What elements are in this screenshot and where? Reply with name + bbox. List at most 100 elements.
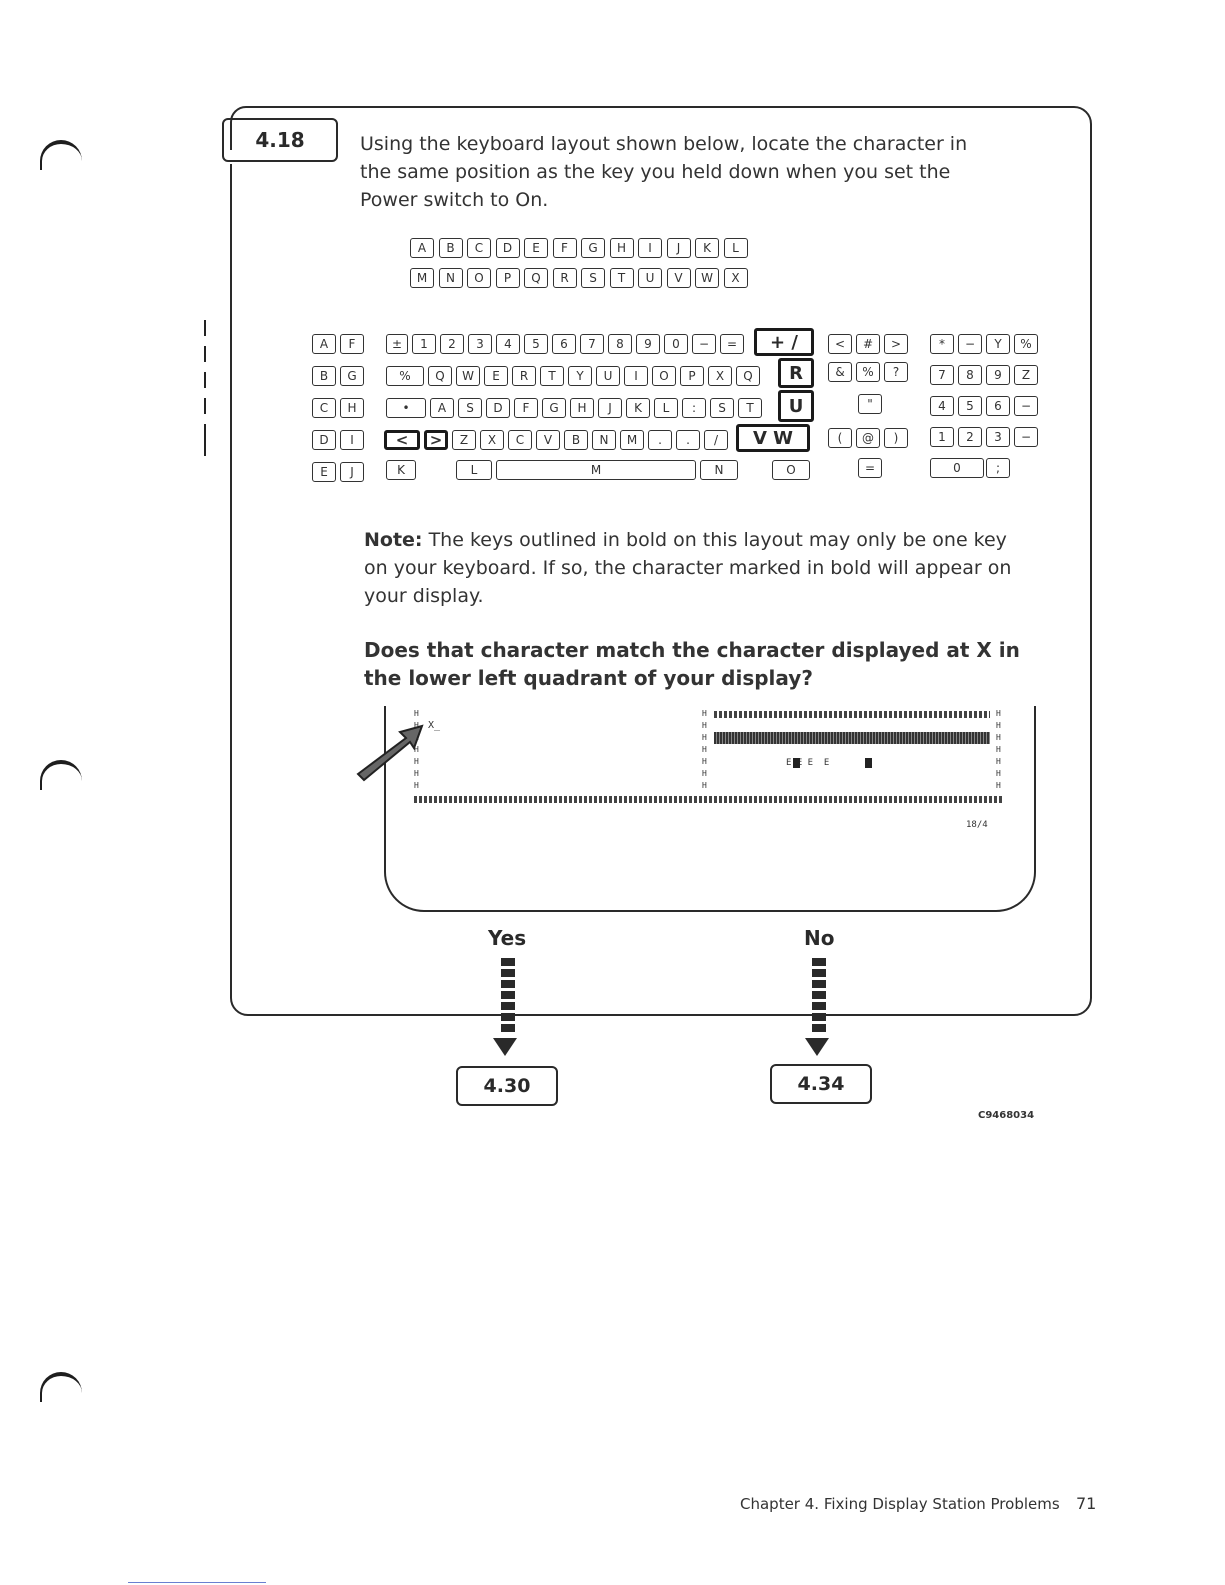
display-solid-bar (714, 732, 990, 744)
revision-bar (204, 320, 206, 336)
main-key: R (512, 366, 536, 386)
bottom-key: L (456, 460, 492, 480)
revision-bar (204, 440, 206, 456)
main-key: F (514, 398, 538, 418)
main-key: S (710, 398, 734, 418)
mid-block-key: @ (856, 428, 880, 448)
main-key: Z (452, 430, 476, 450)
legend-key: F (552, 238, 577, 258)
legend-key: S (581, 268, 605, 288)
numpad-key: 9 (986, 365, 1010, 385)
main-key: 7 (580, 334, 604, 354)
main-key: H (570, 398, 594, 418)
main-key: X (708, 366, 732, 386)
left-block-key: J (340, 462, 364, 482)
numpad-key: 8 (958, 365, 982, 385)
legend-key: A (410, 238, 434, 258)
legend-key: K (695, 238, 719, 258)
main-key: V (536, 430, 560, 450)
left-block-key: D (312, 430, 336, 450)
legend-key: I (638, 238, 662, 258)
legend-key: W (695, 268, 719, 288)
no-label: No (804, 926, 835, 950)
mid-block-key: & (828, 362, 852, 382)
yes-arrow-dash (501, 980, 515, 988)
mid-block-key: % (856, 362, 880, 382)
yes-arrow-dash (501, 991, 515, 999)
legend-key: T (609, 268, 634, 288)
main-key: I (624, 366, 648, 386)
yes-arrow-dash (501, 1024, 515, 1032)
numpad-key: 0 (930, 458, 984, 478)
bold-outlined-key: + / (754, 328, 814, 356)
display-right-h-column: H H H H H H H (996, 709, 1001, 790)
main-key: P (680, 366, 704, 386)
main-key: Q (428, 366, 452, 386)
display-corner-code: 18/4 (966, 820, 988, 830)
note-label: Note: (364, 529, 423, 551)
yes-arrowhead-icon (493, 1038, 517, 1056)
legend-key: V (666, 268, 691, 288)
spacebar-key: M (496, 460, 696, 480)
left-block-key: H (340, 398, 364, 418)
no-arrow-dash (812, 1002, 826, 1010)
yes-target-step[interactable]: 4.30 (456, 1066, 558, 1106)
numpad-key: 4 (930, 396, 954, 416)
numpad-key: − (1014, 427, 1038, 447)
main-key: K (626, 398, 650, 418)
footer-link-line (128, 1582, 266, 1583)
legend-key: Q (524, 268, 548, 288)
main-key: • (386, 398, 426, 418)
numpad-key: Z (1014, 365, 1038, 385)
main-key: 5 (524, 334, 548, 354)
page-number: 71 (1076, 1494, 1097, 1513)
left-block-key: G (340, 366, 364, 386)
legend-key: P (495, 268, 520, 288)
main-key: E (484, 366, 508, 386)
mid-block-key: ) (884, 428, 908, 448)
left-block-key: A (312, 334, 336, 354)
main-key: X (480, 430, 504, 450)
legend-key: H (609, 238, 634, 258)
mid-block-key: " (858, 394, 882, 414)
bottom-key: O (772, 460, 810, 480)
mid-block-key: # (856, 334, 880, 354)
main-key: Y (568, 366, 592, 386)
footer-chapter: Chapter 4. Fixing Display Station Proble… (740, 1495, 1060, 1513)
bold-outlined-key: V W (736, 424, 810, 452)
legend-key: C (467, 238, 491, 258)
revision-bar (204, 346, 206, 362)
main-key: % (386, 366, 424, 386)
main-key: N (592, 430, 616, 450)
no-arrow-dash (812, 958, 826, 966)
mid-block-key: < (828, 334, 852, 354)
main-key: 2 (440, 334, 464, 354)
legend-key: U (638, 268, 662, 288)
numpad-key: * (930, 334, 954, 354)
main-key: C (508, 430, 532, 450)
left-block-key: C (312, 398, 336, 418)
main-key: : (682, 398, 706, 418)
procedure-frame (230, 106, 1092, 1016)
display-status-block (865, 758, 872, 768)
step-number-box: 4.18 (222, 118, 338, 162)
main-key: ± (386, 334, 408, 354)
main-key: 8 (608, 334, 632, 354)
main-key: D (486, 398, 510, 418)
main-key: < (384, 430, 420, 450)
note: Note: The keys outlined in bold on this … (364, 526, 1024, 610)
no-target-step[interactable]: 4.34 (770, 1064, 872, 1104)
main-key: B (564, 430, 588, 450)
bold-outlined-key: R (778, 358, 814, 388)
main-key: 4 (496, 334, 520, 354)
mid-block-key: ( (828, 428, 852, 448)
left-block-key: B (312, 366, 336, 386)
left-block-key: E (312, 462, 336, 482)
legend-key: M (410, 268, 434, 288)
main-key: 6 (552, 334, 576, 354)
yes-label: Yes (488, 926, 527, 950)
yes-arrow-dash (501, 1013, 515, 1021)
legend-key: J (666, 238, 691, 258)
main-key: Q (736, 366, 760, 386)
main-key: 9 (636, 334, 660, 354)
